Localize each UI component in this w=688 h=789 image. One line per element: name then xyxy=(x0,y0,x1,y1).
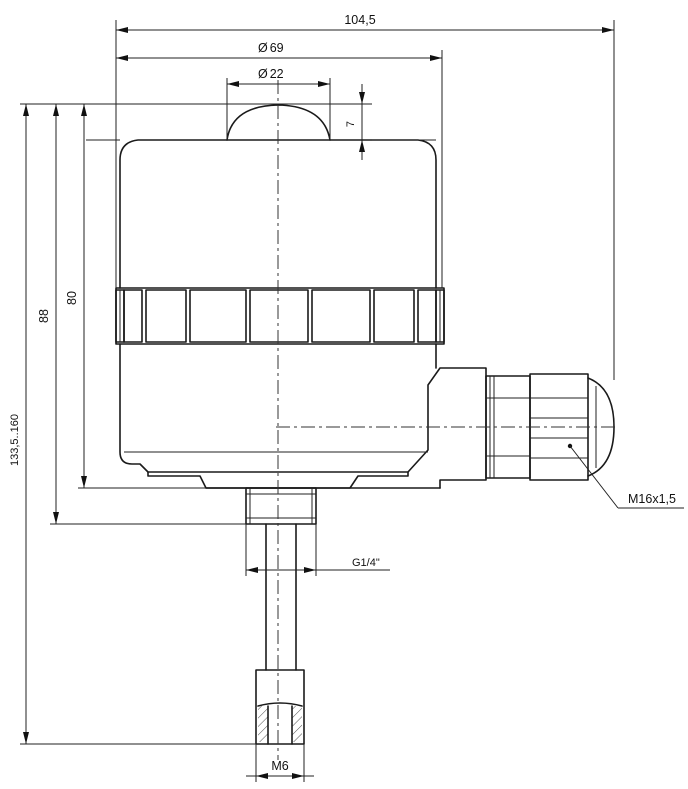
dim-cap-height: 7 xyxy=(20,84,436,160)
knurl-segments xyxy=(115,289,445,343)
probe-stem xyxy=(265,523,297,671)
label-height-88: 88 xyxy=(37,309,51,323)
leader-cable-gland: M16x1,5 xyxy=(567,443,684,509)
housing xyxy=(115,104,487,489)
lower-body xyxy=(119,343,487,489)
label-overall-width: 104,5 xyxy=(344,13,375,27)
dim-overall-width: 104,5 xyxy=(115,13,615,380)
label-cap-height: 7 xyxy=(345,121,357,127)
process-thread xyxy=(245,487,317,525)
label-tip-thread: M6 xyxy=(271,759,288,773)
dim-process-thread: G1/4" xyxy=(245,524,390,576)
label-cable-gland: M16x1,5 xyxy=(628,492,676,506)
center-lines xyxy=(276,80,618,760)
label-process-thread: G1/4" xyxy=(352,557,380,569)
dim-height-80: 80 xyxy=(65,104,206,489)
label-height-range: 133,5..160 xyxy=(9,414,21,466)
dim-tip-thread: M6 xyxy=(246,744,314,782)
probe-tip xyxy=(255,669,305,745)
knurled-ring xyxy=(115,287,445,345)
label-height-80: 80 xyxy=(65,291,79,305)
dim-height-88: 88 xyxy=(37,104,246,525)
dim-height-range: 133,5..160 xyxy=(9,104,256,745)
